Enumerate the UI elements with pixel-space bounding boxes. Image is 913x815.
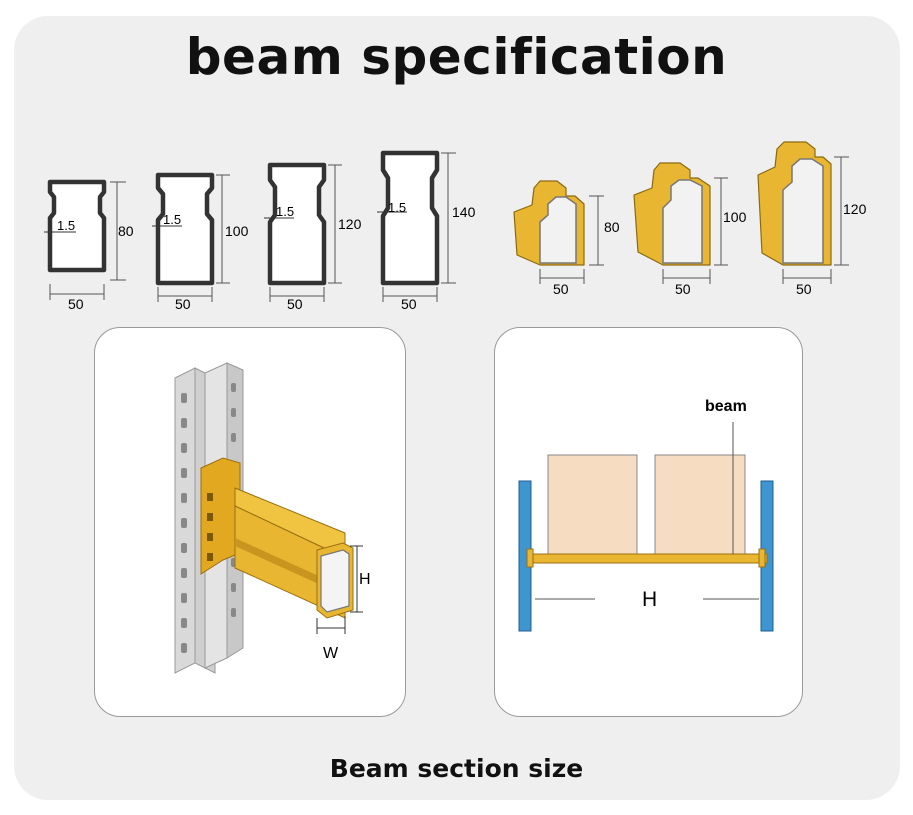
closed-profile-140: 1.5 140 50	[377, 150, 476, 312]
beam-label: beam	[705, 398, 747, 415]
width-label: 50	[68, 296, 84, 312]
closed-profile-120: 1.5 120 50	[264, 162, 362, 312]
width-label: 50	[796, 281, 812, 297]
thickness-label: 1.5	[163, 212, 181, 227]
height-label: 140	[452, 204, 476, 220]
height-label: 100	[723, 209, 747, 225]
step-profile-80: 80 50	[513, 180, 620, 297]
beam-bar	[526, 553, 768, 564]
height-label: 80	[118, 223, 134, 239]
thickness-label: 1.5	[276, 204, 294, 219]
caption: Beam section size	[329, 754, 584, 783]
height-dimension-label: H	[359, 571, 371, 588]
step-profile-100: 100 50	[633, 162, 747, 297]
width-label: 50	[553, 281, 569, 297]
page-title: beam specification	[185, 28, 728, 86]
step-profile-120: 120 50	[757, 141, 867, 297]
profile-row: 1.5 80 50 1.5 100 50 1.5 120 50 1.5 140	[44, 141, 867, 312]
height-label: 120	[843, 201, 867, 217]
width-dimension-label: W	[323, 645, 339, 662]
width-label: 50	[287, 296, 303, 312]
rack-frame-illustration: beam H	[518, 398, 774, 632]
closed-profile-100: 1.5 100 50	[152, 172, 249, 312]
rack-frame-panel: beam H	[494, 327, 803, 717]
closed-profile-80: 1.5 80 50	[44, 179, 134, 312]
upright-beam-panel: H W	[94, 327, 406, 717]
pallet-box	[547, 454, 638, 557]
pallet-box	[654, 454, 746, 557]
thickness-label: 1.5	[57, 218, 75, 233]
width-label: 50	[175, 296, 191, 312]
width-label: 50	[401, 296, 417, 312]
connector-hooks	[207, 493, 213, 561]
height-label: 80	[604, 219, 620, 235]
thickness-label: 1.5	[388, 200, 406, 215]
width-label: 50	[675, 281, 691, 297]
height-label: 100	[225, 223, 249, 239]
span-label: H	[642, 588, 657, 611]
upright-beam-illustration: H W	[174, 362, 371, 674]
height-label: 120	[338, 216, 362, 232]
